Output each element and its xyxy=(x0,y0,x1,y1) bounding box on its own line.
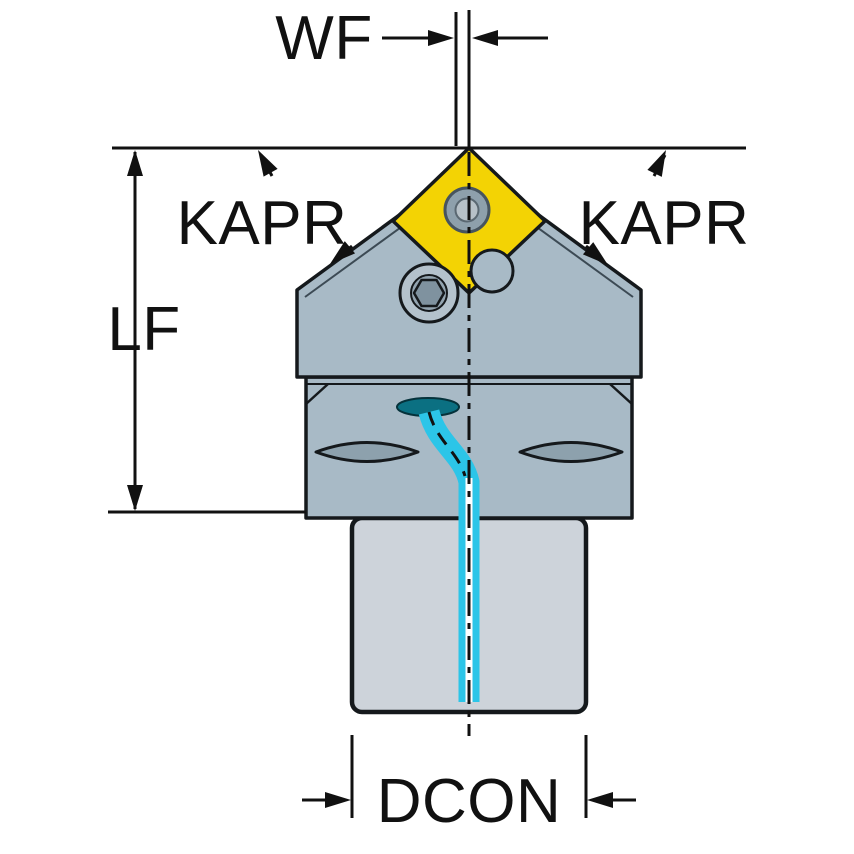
kapr-right-label: KAPR xyxy=(579,189,750,258)
insert-hole-inner xyxy=(454,197,480,223)
clamping-slot-right xyxy=(518,441,624,463)
coolant-hidden-line xyxy=(427,411,467,477)
dcon-arrowhead-left-icon xyxy=(325,792,351,808)
dcon-label: DCON xyxy=(377,767,562,836)
wf-dimension xyxy=(382,12,548,146)
wf-arrowhead-left-icon xyxy=(428,30,454,46)
labels: WF KAPR KAPR LF DCON xyxy=(107,4,749,836)
kapr-left-bottom-arrowhead-icon xyxy=(330,241,356,264)
body-chamfer-right xyxy=(609,383,633,405)
kapr-right-bottom-arrowhead-icon xyxy=(582,242,608,265)
dimension-annotations xyxy=(108,12,746,818)
lf-dimension xyxy=(108,152,306,514)
arrowheads xyxy=(127,30,666,808)
wf-label: WF xyxy=(275,4,372,73)
kapr-left-top-arrowhead-icon xyxy=(258,150,278,177)
kapr-right-top-arrowhead-icon xyxy=(647,150,666,177)
clamping-slot-left xyxy=(314,441,420,463)
body-chamfer-left xyxy=(305,383,329,405)
lf-arrowhead-top-icon xyxy=(127,150,143,176)
kapr-left-label: KAPR xyxy=(177,189,348,258)
clamp-pin xyxy=(469,248,515,294)
lf-label: LF xyxy=(107,295,180,364)
hex-socket-icon xyxy=(412,278,446,308)
lf-arrowhead-bottom-icon xyxy=(127,485,143,511)
wf-arrowhead-right-icon xyxy=(472,30,498,46)
dcon-arrowhead-right-icon xyxy=(587,792,613,808)
